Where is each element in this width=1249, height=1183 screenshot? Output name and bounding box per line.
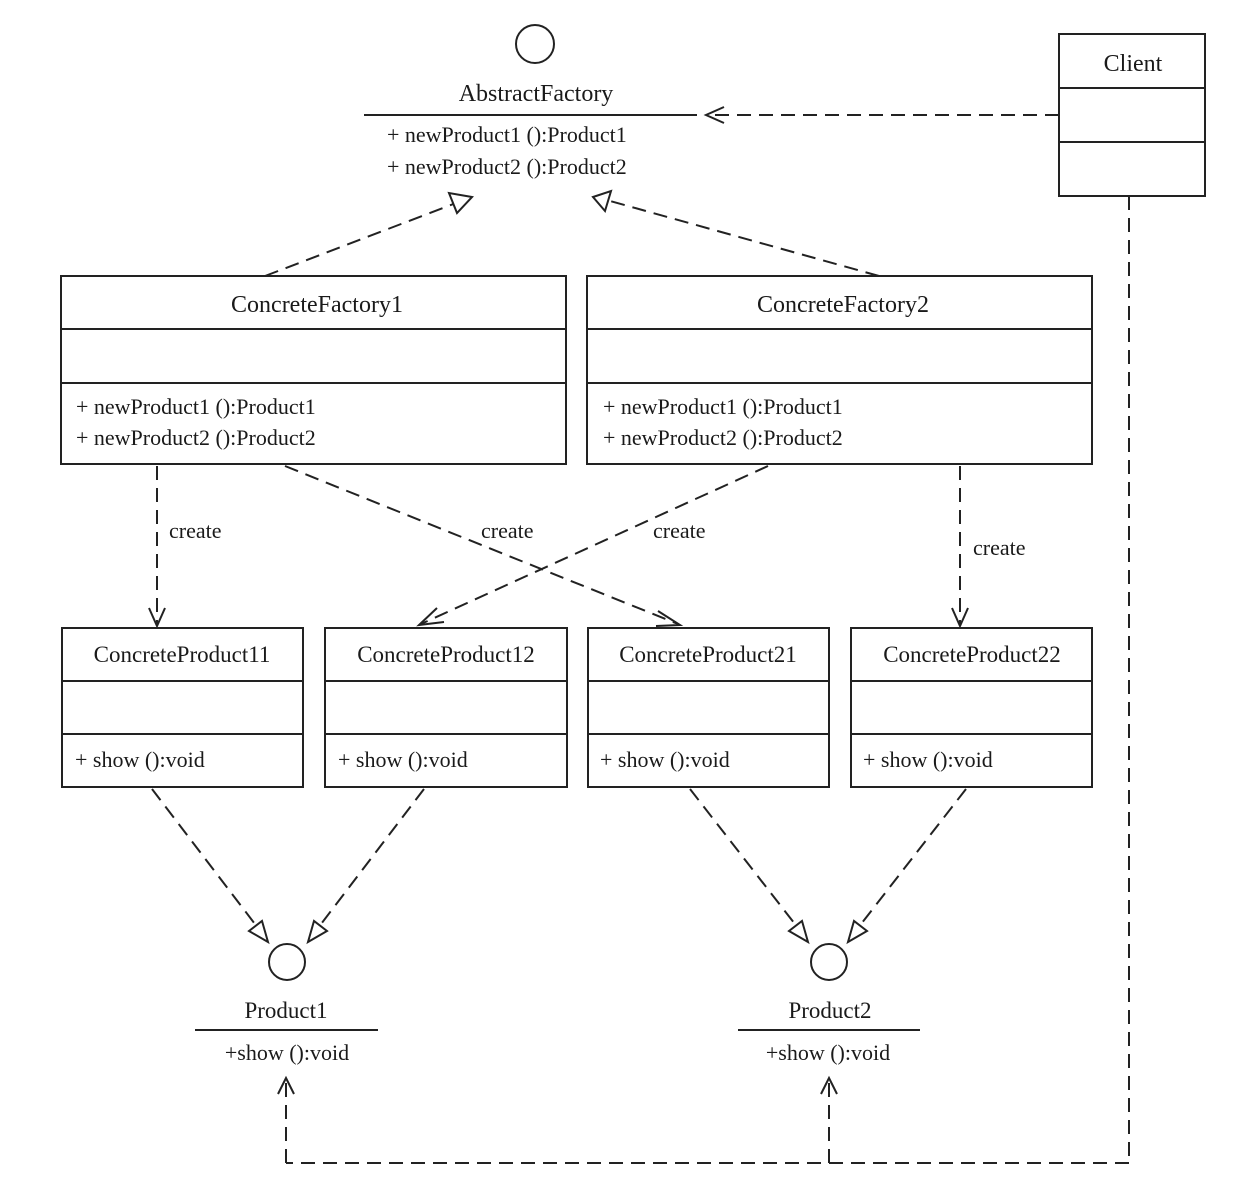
create-label-1: create (169, 518, 222, 543)
realization-line (264, 202, 457, 277)
realization-line (857, 788, 967, 929)
open-arrowhead (951, 607, 969, 629)
concrete-factory-2-op-1: + newProduct1 ():Product1 (603, 394, 843, 419)
client-class: Client (1058, 33, 1206, 197)
product1-open-arrowhead (277, 1075, 295, 1095)
concrete-product-21-class: ConcreteProduct21 + show ():void (587, 627, 830, 788)
product1-interface: Product1 +show ():void (195, 943, 378, 1065)
concrete-factory-1-op-2: + newProduct2 ():Product2 (76, 425, 316, 450)
concrete-factory-2-box (586, 275, 1093, 465)
p12-realization (306, 788, 425, 945)
client-to-products-dependency (277, 196, 1130, 1164)
open-arrowhead (703, 106, 725, 124)
concrete-factory-1-op-1: + newProduct1 ():Product1 (76, 394, 316, 419)
open-arrowhead (655, 610, 684, 627)
hollow-triangle-arrowhead (787, 919, 810, 945)
abstract-factory-interface: AbstractFactory + newProduct1 ():Product… (364, 24, 697, 179)
product2-open-arrowhead (820, 1075, 838, 1095)
hollow-triangle-arrowhead (591, 189, 613, 214)
hollow-triangle-arrowhead (447, 191, 474, 215)
open-arrowhead (416, 607, 445, 627)
client-name: Client (1104, 51, 1163, 77)
concrete-product-11-name: ConcreteProduct11 (94, 642, 271, 667)
realization-line (151, 788, 259, 929)
p21-realization (689, 788, 810, 945)
realization-line (317, 788, 425, 929)
factory-1-realization (264, 191, 474, 277)
concrete-product-11-class: ConcreteProduct11 + show ():void (61, 627, 304, 788)
concrete-product-21-op: + show ():void (600, 747, 730, 772)
concrete-product-22-class: ConcreteProduct22 + show ():void (850, 627, 1093, 788)
abstract-factory-op-1: + newProduct1 ():Product1 (387, 122, 627, 147)
concrete-factory-2-op-2: + newProduct2 ():Product2 (603, 425, 843, 450)
abstract-factory-name: AbstractFactory (459, 81, 614, 107)
create-dependency-f1-p21: create (284, 465, 684, 627)
realization-line (609, 200, 880, 277)
factory-2-realization (591, 189, 880, 277)
concrete-factory-1-name: ConcreteFactory1 (231, 292, 403, 318)
create-dependency-f1-p11: create (148, 466, 222, 629)
concrete-product-12-name: ConcreteProduct12 (357, 642, 535, 667)
abstract-factory-op-2: + newProduct2 ():Product2 (387, 154, 627, 179)
concrete-product-11-box (61, 627, 304, 788)
concrete-product-21-name: ConcreteProduct21 (619, 642, 797, 667)
concrete-product-21-box (587, 627, 830, 788)
hollow-triangle-arrowhead (306, 919, 329, 945)
concrete-product-22-name: ConcreteProduct22 (883, 642, 1061, 667)
create-label-3: create (653, 518, 706, 543)
concrete-product-11-op: + show ():void (75, 747, 205, 772)
product2-op: +show ():void (766, 1040, 890, 1065)
concrete-factory-2-class: ConcreteFactory2 + newProduct1 ():Produc… (586, 275, 1093, 465)
dependency-line (284, 465, 679, 625)
hollow-triangle-arrowhead (247, 919, 270, 945)
concrete-product-22-op: + show ():void (863, 747, 993, 772)
create-label-4: create (973, 535, 1026, 560)
p22-realization (846, 788, 967, 945)
hollow-triangle-arrowhead (846, 919, 869, 945)
product2-interface: Product2 +show ():void (738, 943, 920, 1065)
dependency-line (420, 465, 769, 625)
product1-interface-icon (268, 943, 306, 981)
create-dependency-f2-p12: create (416, 465, 769, 627)
concrete-product-12-box (324, 627, 568, 788)
p11-realization (151, 788, 270, 945)
product1-name: Product1 (244, 998, 327, 1023)
concrete-product-12-op: + show ():void (338, 747, 468, 772)
client-to-abstract-factory-dependency (703, 106, 1059, 124)
product2-name: Product2 (788, 998, 871, 1023)
abstract-factory-interface-icon (515, 24, 555, 64)
concrete-product-12-class: ConcreteProduct12 + show ():void (324, 627, 568, 788)
client-box (1058, 33, 1206, 197)
open-arrowhead (148, 607, 166, 629)
concrete-factory-2-name: ConcreteFactory2 (757, 292, 929, 318)
create-label-2: create (481, 518, 534, 543)
create-dependency-f2-p22: create (951, 466, 1026, 629)
product2-interface-icon (810, 943, 848, 981)
concrete-factory-1-box (60, 275, 567, 465)
concrete-factory-1-class: ConcreteFactory1 + newProduct1 ():Produc… (60, 275, 567, 465)
product1-op: +show ():void (225, 1040, 349, 1065)
concrete-product-22-box (850, 627, 1093, 788)
realization-line (689, 788, 799, 929)
